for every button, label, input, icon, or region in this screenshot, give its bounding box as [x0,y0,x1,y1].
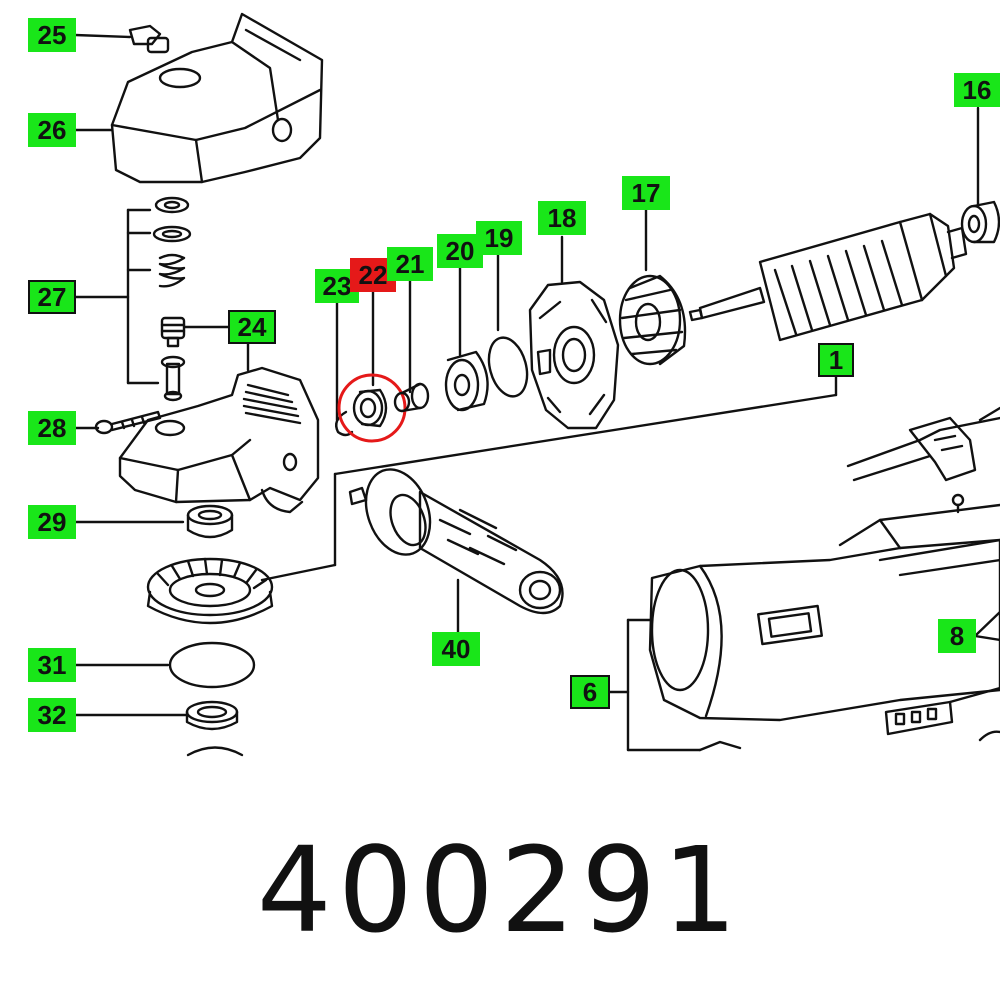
part-brush-holder [698,686,1000,752]
part-18-bearing-flange [528,280,620,430]
callout-1: 1 [818,343,854,377]
callout-32: 32 [28,698,76,732]
callout-25: 25 [28,18,76,52]
part-24-gear-housing [118,366,320,514]
callout-19: 19 [476,221,522,255]
callout-21: 21 [387,247,433,281]
part-20-ball-bearing [444,350,489,412]
callout-20: 20 [437,234,483,268]
part-22-needle-bearing [352,388,388,428]
part-28-screw [94,410,162,435]
callout-16: 16 [954,73,1000,107]
part-25-screw [128,24,170,54]
callout-31: 31 [28,648,76,682]
callout-26: 26 [28,113,76,147]
part-6-motor-housing [648,503,1000,722]
highlight-ring [337,373,407,443]
callout-17: 17 [622,176,670,210]
callout-24: 24 [228,310,276,344]
callout-18: 18 [538,201,586,235]
callout-29: 29 [28,505,76,539]
part-31-o-ring [168,641,256,689]
callout-8: 8 [938,619,976,653]
callout-27: 27 [28,280,76,314]
part-40-side-handle [348,468,564,615]
part-19-o-ring [487,336,529,398]
part-switch-assembly [846,406,1000,577]
part-17-fan [618,274,687,366]
callout-22-highlighted: 22 [350,258,396,292]
part-armature [688,212,968,342]
callout-6: 6 [570,675,610,709]
part-26-gear-housing-cover [110,12,324,184]
part-32-seal [185,700,239,731]
part-29-bearing [186,504,234,539]
part-bevel-gear [146,557,274,625]
part-16-bearing [960,200,1000,244]
part-27-spring-assembly [152,196,192,402]
part-partial-bottom [186,746,244,757]
part-21-bushing [393,382,430,413]
leader-lines [73,33,1000,752]
callout-40: 40 [432,632,480,666]
callout-28: 28 [28,411,76,445]
diagram-drawing [73,12,1000,757]
part-number: 400291 [256,821,744,959]
